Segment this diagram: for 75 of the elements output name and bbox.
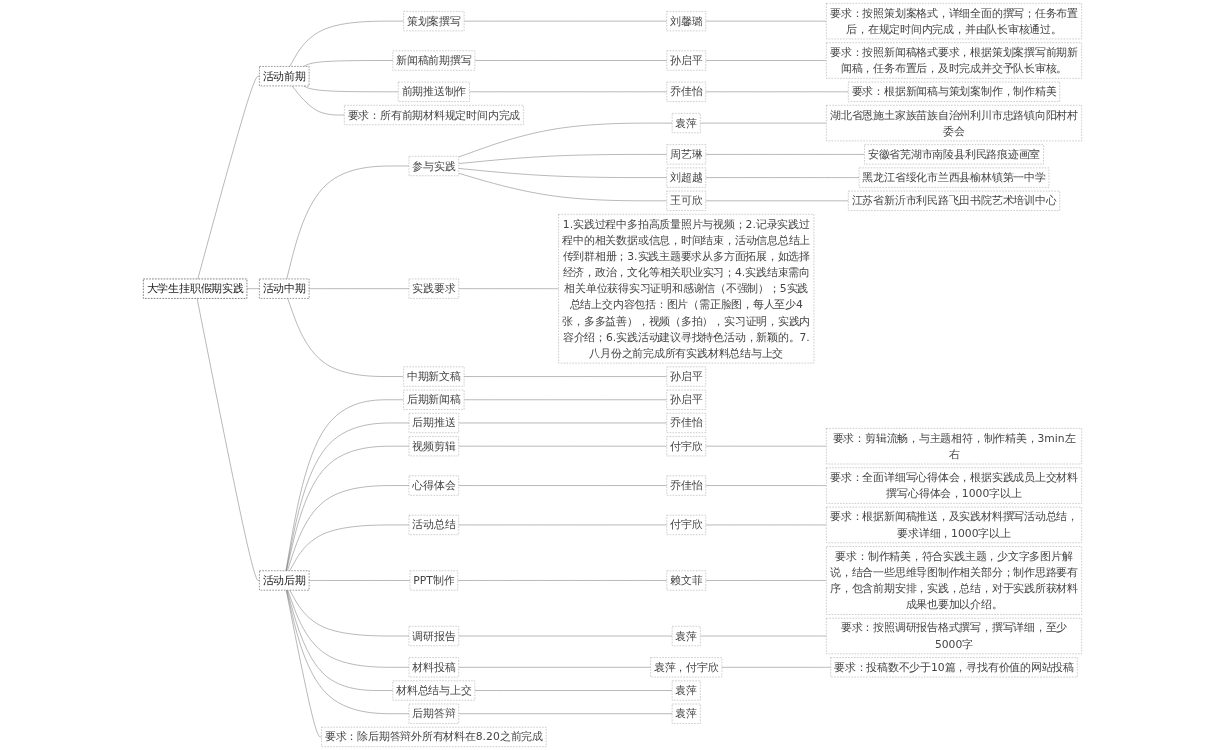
node-box: 孙启平 (666, 50, 706, 71)
node-box: 活动前期 (259, 66, 310, 87)
node-box: 袁萍 (671, 113, 701, 134)
node-box: 湖北省恩施土家族苗族自治州利川市忠路镇向阳村村委会 (826, 105, 1082, 142)
connector (287, 298, 404, 377)
connector (285, 422, 410, 571)
node-box: 要求：投稿数不少于10篇，寻找有价值的网站投稿 (830, 657, 1078, 678)
connector (308, 580, 411, 581)
node-box: 要求：根据新闻稿推送，及实践材料撰写活动总结，要求详细，1000字以上 (826, 506, 1082, 543)
node-box: 后期推送 (408, 413, 459, 433)
node-box: 参与实践 (408, 156, 459, 176)
connector (286, 446, 410, 571)
node-box: 活动中期 (259, 278, 310, 299)
node-box: 要求：制作精美，符合实践主题，少文字多图片解说，结合一些思维导图制作相关部分；制作思路要有序，包含前期安排，实践，总结，对于实践所获材料成果也要加以介绍。 (826, 546, 1082, 615)
node-box: 要求：按照调研报告格式撰写，撰写详细，至少5000字 (826, 618, 1082, 655)
node-box: 袁萍 (671, 626, 701, 646)
node-box: 大学生挂职假期实践 (143, 278, 248, 299)
node-box: 要求：除后期答辩外所有材料在8.20之前完成 (321, 727, 547, 747)
connector (289, 590, 410, 637)
node-box: 后期答辩 (408, 703, 459, 724)
connector (286, 590, 394, 691)
connector (286, 590, 322, 738)
node-box: 孙启平 (666, 366, 706, 387)
node-box: 袁萍 (671, 703, 701, 724)
connector (286, 165, 410, 280)
node-box: 1.实践过程中多拍高质量照片与视频；2.记录实践过程中的相关数据或信息，时间结束，活动信息总结上传到群相册；3.实践主题要求从多方面拓展，如选择经济，政治，文化等相关职业实习；4.实践结束需向相关单位获得实习证明和感谢信（不强制）；5实践总结上交内容包括：图片（需正脸图，每人至少4张，多多益善），视频（多拍），实习证明，实践内容介绍；6.实践活动建议寻找特色活动，新颖的。7.八月份之前完成所有实践材料总结与上交 (558, 214, 815, 364)
connector (291, 85, 345, 116)
node-box: 付宇欣 (666, 515, 706, 535)
node-box: 材料总结与上交 (392, 680, 476, 701)
node-box: 袁萍 (671, 680, 701, 701)
node-box: 江苏省新沂市利民路飞田书院艺术培训中心 (848, 190, 1060, 211)
connector (285, 399, 404, 571)
connector (303, 85, 399, 92)
node-box: 王可欣 (666, 190, 706, 211)
node-box: 活动总结 (408, 515, 459, 535)
node-box: 黑龙江省绥化市兰西县榆林镇第一中学 (858, 167, 1050, 188)
node-box: 要求：所有前期材料规定时间内完成 (344, 105, 524, 125)
connector (196, 298, 260, 581)
node-box: 袁萍，付宇欣 (650, 657, 723, 678)
connector (308, 288, 410, 289)
node-box: 要求：按照策划案格式，详细全面的撰写；任务布置后，在规定时间内完成，并由队长审核通过。 (826, 3, 1082, 40)
node-box: 要求：按照新闻稿格式要求，根据策划案撰写前期新闻稿，任务布置后，及时完成并交予队长审核。 (826, 42, 1082, 79)
node-box: 周艺琳 (666, 144, 706, 165)
connector (287, 590, 410, 668)
node-box: PPT制作 (409, 570, 458, 591)
node-box: 活动后期 (259, 570, 310, 591)
node-box: 乔佳怡 (666, 475, 706, 496)
node-box: 赖文菲 (666, 570, 706, 591)
node-box: 要求：全面详细写心得体会，根据实践成员上交材料撰写心得体会，1000字以上 (826, 467, 1082, 504)
node-box: 材料投稿 (408, 657, 459, 678)
connector (246, 288, 260, 289)
connector (286, 590, 410, 714)
node-box: 实践要求 (408, 278, 459, 299)
connector (303, 60, 394, 67)
connector (289, 524, 410, 571)
node-box: 乔佳怡 (666, 413, 706, 433)
node-box: 心得体会 (408, 475, 459, 496)
node-box: 调研报告 (408, 626, 459, 646)
node-box: 新闻稿前期撰写 (392, 50, 476, 71)
node-box: 付宇欣 (666, 436, 706, 457)
node-box: 后期新闻稿 (403, 389, 465, 410)
node-box: 策划案撰写 (403, 11, 465, 32)
node-box: 安徽省芜湖市南陵县利民路痕迹画室 (864, 144, 1044, 165)
node-box: 中期新文稿 (403, 366, 465, 387)
node-box: 刘馨璐 (666, 11, 706, 32)
node-box: 要求：根据新闻稿与策划案制作，制作精美 (848, 81, 1060, 102)
connector (289, 20, 404, 67)
node-box: 孙启平 (666, 389, 706, 410)
connector (287, 485, 410, 571)
node-box: 视频剪辑 (408, 436, 459, 457)
node-box: 要求：剪辑流畅，与主题相符，制作精美，3min左右 (826, 428, 1082, 465)
node-box: 前期推送制作 (398, 81, 470, 102)
connector (197, 75, 260, 280)
node-box: 刘超越 (666, 167, 706, 188)
node-box: 乔佳怡 (666, 81, 706, 102)
